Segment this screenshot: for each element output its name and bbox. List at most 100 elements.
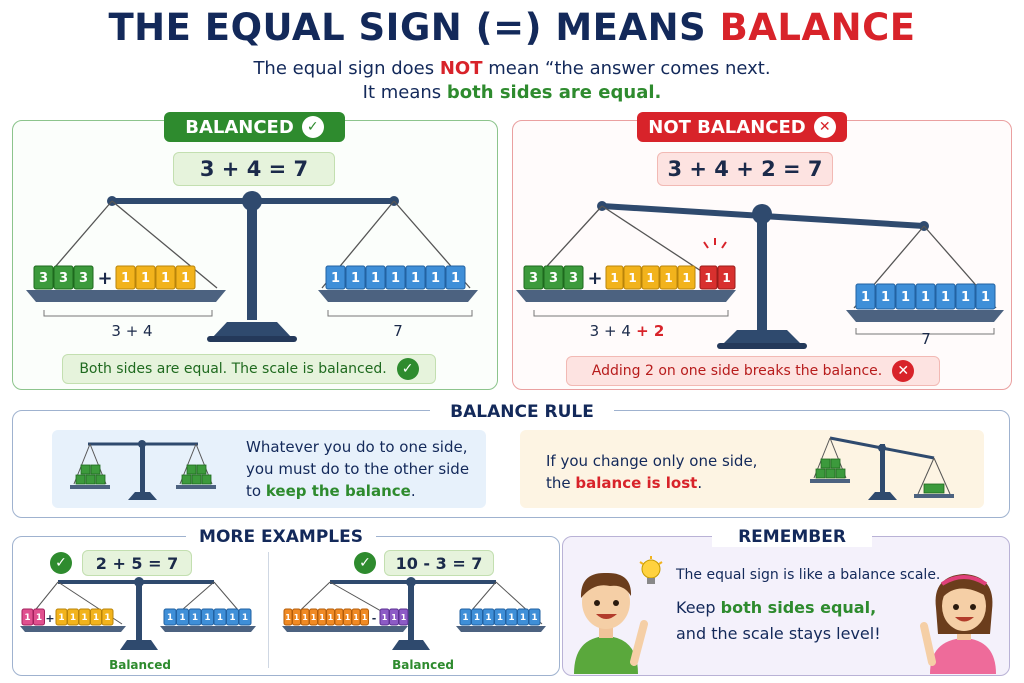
rule-left-text: Whatever you do to one side, you must do… [246, 438, 470, 500]
blue-block-label: 1 [961, 290, 970, 305]
remember-line-1: The equal sign is like a balance scale. [676, 567, 941, 583]
yellow-block-label: 1 [93, 613, 99, 623]
blue-block-label: 1 [167, 613, 173, 623]
yellow-block [135, 265, 156, 290]
more-examples-title: MORE EXAMPLES [186, 527, 376, 547]
not-balanced-equation: 3 + 4 + 2 = 7 [657, 152, 833, 186]
not-balanced-badge: NOT BALANCED ✕ [637, 112, 847, 142]
yellow-block [641, 265, 660, 290]
rule-right-card [520, 430, 984, 508]
blue-block-label: 1 [451, 271, 460, 286]
pink-block [33, 608, 45, 626]
green-block-label: 3 [59, 271, 68, 286]
not-balanced-left-label: 3 + 4 + 2 [589, 322, 665, 340]
example-1-check-icon: ✓ [50, 552, 72, 574]
blue-block [528, 608, 541, 626]
blue-block [405, 265, 426, 290]
orange-block-label: 1 [362, 613, 368, 622]
page-title: THE EQUAL SIGN (=) MEANS BALANCE [0, 6, 1024, 49]
purple-block-label: 1 [401, 613, 407, 622]
remember-line-3: and the scale stays level! [676, 624, 881, 643]
blue-block-label: 1 [462, 613, 468, 623]
blue-block-label: 1 [921, 290, 930, 305]
rule-balanced-scale-icon [70, 440, 216, 500]
x-circle-icon: ✕ [892, 360, 915, 382]
green-block-label: 3 [549, 271, 558, 286]
yellow-block [175, 265, 196, 290]
remember-line-2: Keep both sides equal, [676, 598, 877, 617]
yellow-block-label: 1 [141, 271, 150, 286]
example-1-equation: 2 + 5 = 7 [82, 550, 192, 576]
boy-illustration [574, 572, 648, 674]
yellow-block-label: 1 [664, 271, 672, 285]
blue-block [238, 608, 252, 626]
pink-block-label: 1 [36, 613, 42, 623]
title-main: THE EQUAL SIGN (=) MEANS [108, 6, 720, 49]
blue-block-label: 1 [901, 290, 910, 305]
green-block [53, 265, 74, 290]
blue-block-label: 1 [531, 613, 537, 623]
example-2-label: Balanced [392, 658, 454, 672]
orange-block-label: 1 [311, 613, 317, 622]
blue-block-label: 1 [217, 613, 223, 623]
balanced-left-label: 3 + 4 [111, 322, 153, 340]
plus-sign: + [45, 612, 54, 625]
red-block [699, 265, 718, 290]
blue-block-label: 1 [192, 613, 198, 623]
balanced-equation: 3 + 4 = 7 [173, 152, 335, 186]
orange-block-label: 1 [294, 613, 300, 622]
girl-illustration [920, 574, 996, 674]
orange-block-label: 1 [328, 613, 334, 622]
blue-block [345, 265, 366, 290]
balanced-note: Both sides are equal. The scale is balan… [62, 354, 436, 384]
example-1-label: Balanced [109, 658, 171, 672]
yellow-block-label: 1 [646, 271, 654, 285]
yellow-block-label: 1 [70, 613, 76, 623]
blue-block-label: 1 [520, 613, 526, 623]
balanced-badge: BALANCED ✓ [164, 112, 345, 142]
blue-block-label: 1 [179, 613, 185, 623]
yellow-block [155, 265, 176, 290]
example-2-equation: 10 - 3 = 7 [384, 550, 494, 576]
blue-block [385, 265, 406, 290]
blue-block-label: 1 [861, 290, 870, 305]
yellow-block [659, 265, 678, 290]
check-icon: ✓ [301, 116, 324, 138]
green-block-label: 3 [529, 271, 538, 286]
orange-block-label: 1 [319, 613, 325, 622]
green-block [523, 265, 544, 290]
yellow-block-label: 1 [181, 271, 190, 286]
blue-block [975, 283, 996, 310]
balance-rule-title: BALANCE RULE [430, 402, 614, 422]
orange-block-label: 1 [285, 613, 291, 622]
blue-block [895, 283, 916, 310]
yellow-block [623, 265, 642, 290]
orange-block-label: 1 [345, 613, 351, 622]
blue-block-label: 1 [229, 613, 235, 623]
blue-block-label: 1 [242, 613, 248, 623]
blue-block-label: 1 [204, 613, 210, 623]
subtitle-line-1: The equal sign does NOT mean “the answer… [253, 58, 771, 79]
blue-block [935, 283, 956, 310]
blue-block-label: 1 [431, 271, 440, 286]
pink-block-label: 1 [24, 613, 30, 623]
green-block [73, 265, 94, 290]
x-icon: ✕ [813, 116, 836, 138]
green-block [33, 265, 54, 290]
example-2-check-icon: ✓ [354, 552, 376, 574]
yellow-block-label: 1 [121, 271, 130, 286]
purple-block [398, 608, 409, 626]
plus-sign: + [97, 268, 112, 289]
purple-block-label: 1 [382, 613, 388, 622]
yellow-block [677, 265, 696, 290]
blue-block-label: 1 [508, 613, 514, 623]
blue-block-label: 1 [331, 271, 340, 286]
blue-block [915, 283, 936, 310]
green-block-label: 3 [39, 271, 48, 286]
blue-block [325, 265, 346, 290]
green-block [543, 265, 564, 290]
blue-block-label: 1 [485, 613, 491, 623]
